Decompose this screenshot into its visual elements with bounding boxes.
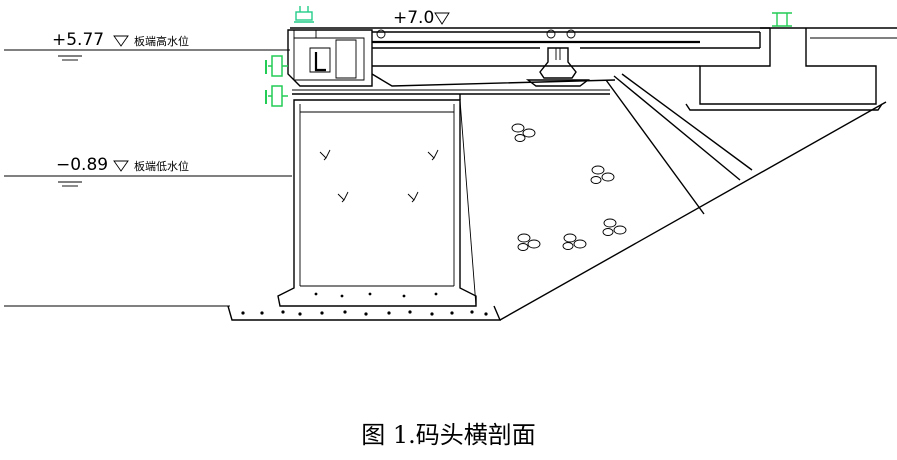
figure-caption: 图 1.码头横剖面: [361, 421, 536, 449]
caisson: [277, 94, 477, 307]
low-water-value: −0.89: [56, 155, 108, 175]
backfill-slope: [459, 73, 887, 321]
high-water-value: +5.77: [52, 30, 104, 50]
caisson-fill-marks: [319, 149, 439, 203]
bollard-left: [294, 6, 314, 23]
top-elevation-mark: +7.0: [393, 8, 450, 28]
fender-group: [265, 55, 288, 107]
bollard-right: [772, 12, 792, 27]
low-water-triangle-icon: [113, 160, 129, 172]
wharf-deck: [287, 27, 770, 95]
high-water-triangle-icon: [113, 35, 129, 47]
top-elevation-value: +7.0: [393, 8, 434, 28]
low-water-text: 板端低水位: [134, 159, 189, 173]
rear-platform: [685, 27, 897, 111]
top-elevation-triangle-icon: [434, 12, 450, 25]
rubble-stones: [511, 123, 627, 251]
high-water-level: +5.77 板端高水位: [4, 30, 290, 61]
foundation-bed: [227, 292, 502, 321]
low-water-level: −0.89 板端低水位: [4, 155, 292, 187]
high-water-text: 板端高水位: [134, 34, 189, 48]
bearing-pedestal: [525, 47, 591, 87]
